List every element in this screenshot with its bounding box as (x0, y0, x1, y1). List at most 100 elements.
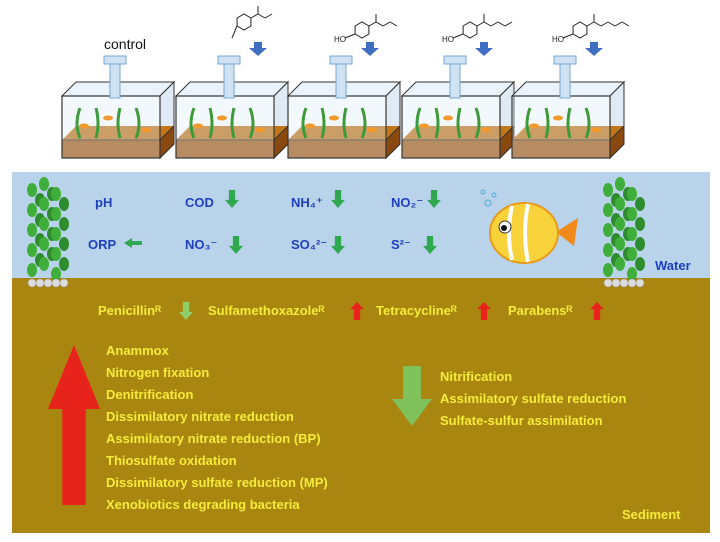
fish-icon (367, 127, 377, 133)
pebble-icon (635, 278, 645, 288)
plant-icon (456, 107, 462, 139)
fish-icon (553, 115, 563, 121)
dosing-arrow-icon (475, 42, 493, 56)
aquarium-tank (60, 55, 176, 160)
indicator-no2: NO₂⁻ (391, 195, 424, 210)
up-arrow-icon (477, 302, 491, 320)
sediment-label: Sediment (622, 507, 681, 522)
fish-icon (103, 115, 113, 121)
fish-icon (481, 127, 491, 133)
pebble-icon (603, 278, 613, 288)
dosing-arrow-icon (585, 42, 603, 56)
paraben-molecule: HO (552, 14, 630, 44)
down-arrow-icon (331, 190, 345, 208)
plant-icon (94, 107, 100, 139)
plant-icon (525, 107, 532, 139)
pebble-icon (51, 278, 61, 288)
indicator-so4: SO₄²⁻ (291, 237, 328, 252)
benzene-ring-icon (572, 21, 588, 39)
paraben-molecule: HO (442, 14, 513, 44)
plant-icon (342, 107, 348, 139)
fish-icon (217, 115, 227, 121)
resistance-sulfamethoxazole: Sulfamethoxazoleᴿ (208, 303, 325, 318)
plant-icon (320, 107, 326, 139)
plant-icon (434, 107, 440, 139)
resistance-penicillin: Penicillinᴿ (98, 303, 162, 318)
plant-icon (230, 107, 236, 139)
fish-icon (591, 127, 601, 133)
bubble-icon (480, 189, 486, 195)
control-label: control (104, 36, 147, 52)
fish-icon (193, 123, 203, 129)
down-arrow-icon (179, 302, 193, 320)
sediment-layer (12, 278, 710, 533)
hydroxyl-label: HO (334, 35, 346, 44)
increased-item: Thiosulfate oxidation (106, 453, 237, 468)
plant-icon (584, 107, 591, 139)
fish-icon (529, 123, 539, 129)
aquarium-tank (174, 42, 290, 160)
indicator-ph: pH (95, 195, 113, 210)
decreased-item: Nitrification (440, 369, 513, 384)
benzene-ring-icon (236, 13, 252, 31)
pebble-icon (35, 278, 45, 288)
plant-icon (301, 107, 308, 139)
pebble-icon (43, 278, 53, 288)
aquarium-tank (510, 42, 626, 160)
indicator-orp: ORP (88, 237, 117, 252)
pebble-icon (611, 278, 621, 288)
seaweed-icon (27, 177, 69, 288)
plant-icon (566, 107, 572, 139)
indicator-no3: NO₃⁻ (185, 237, 218, 252)
plant-icon (116, 107, 122, 139)
pebble-icon (619, 278, 629, 288)
fish-icon (443, 115, 453, 121)
aquarium-tank (400, 42, 516, 160)
up-arrow-icon (590, 302, 604, 320)
fish-icon (141, 127, 151, 133)
benzene-ring-icon (354, 21, 370, 39)
fish-icon (79, 123, 89, 129)
water-layer (12, 172, 710, 278)
plant-icon (134, 107, 141, 139)
big-up-arrow-icon (48, 345, 100, 505)
resistance-parabens: Parabensᴿ (508, 303, 573, 318)
down-arrow-icon (331, 236, 345, 254)
indicator-nh4: NH₄⁺ (291, 195, 323, 210)
fish-icon (419, 123, 429, 129)
plant-icon (75, 107, 82, 139)
indicator-cod: COD (185, 195, 214, 210)
down-arrow-icon (427, 190, 441, 208)
big-down-arrow-icon (392, 366, 432, 426)
bubble-icon (484, 199, 492, 207)
bubble-icon (491, 192, 497, 198)
decreased-item: Sulfate-sulfur assimilation (440, 413, 603, 428)
plant-icon (360, 107, 367, 139)
pebble-icon (627, 278, 637, 288)
fish-icon (255, 127, 265, 133)
hydroxyl-label: HO (442, 35, 454, 44)
increased-item: Denitrification (106, 387, 194, 402)
down-arrow-icon (225, 190, 239, 208)
plant-icon (208, 107, 214, 139)
plant-icon (248, 107, 255, 139)
increased-item: Assimilatory nitrate reduction (BP) (106, 431, 321, 446)
water-label: Water (655, 258, 691, 273)
pebble-icon (59, 278, 69, 288)
increased-item: Dissimilatory sulfate reduction (MP) (106, 475, 328, 490)
dosing-arrow-icon (361, 42, 379, 56)
down-arrow-icon (423, 236, 437, 254)
down-arrow-icon (229, 236, 243, 254)
pebble-icon (27, 278, 37, 288)
indicator-s2: S²⁻ (391, 237, 411, 252)
seaweed-icon (603, 177, 645, 288)
benzene-ring-icon (462, 21, 478, 39)
increased-item: Nitrogen fixation (106, 365, 210, 380)
plant-icon (474, 107, 481, 139)
paraben-molecule: HO (334, 14, 398, 44)
aquarium-tank (286, 42, 402, 160)
increased-item: Dissimilatory nitrate reduction (106, 409, 294, 424)
dosing-arrow-icon (249, 42, 267, 56)
